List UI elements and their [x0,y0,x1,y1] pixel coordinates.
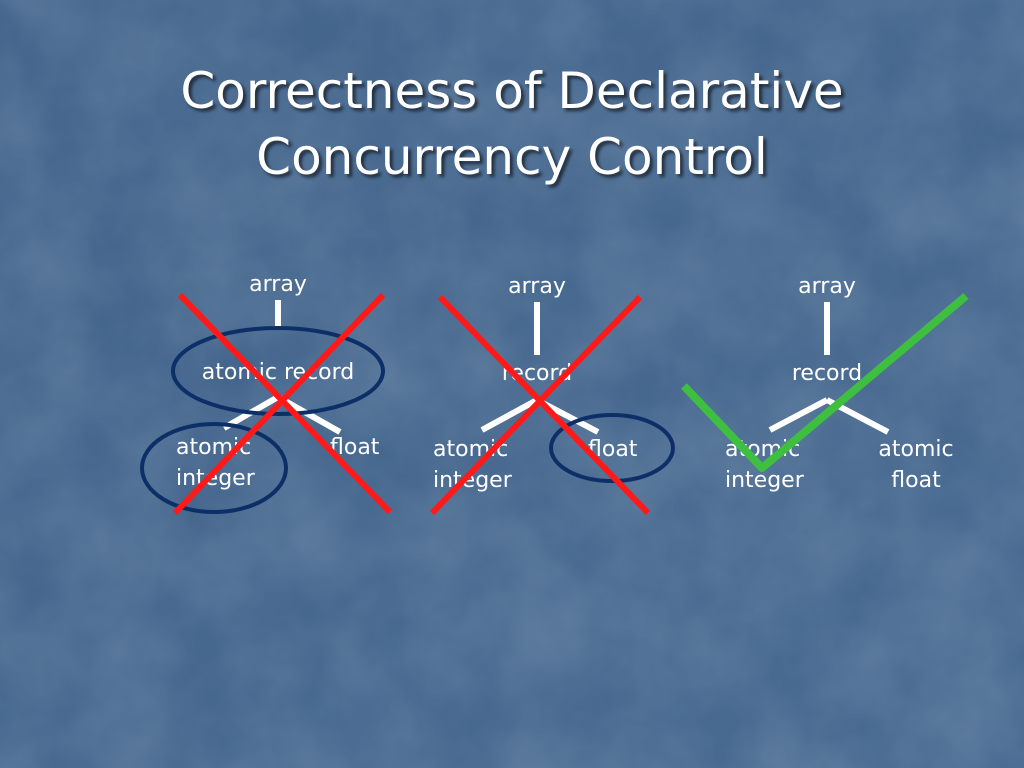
tree-1-cross-stroke-1 [177,292,393,515]
tree-2: array record atomic integer float [429,274,675,516]
tree-3-right-leaf-line-2: float [891,468,941,493]
tree-3: array record atomic integer atomic float [681,274,969,493]
tree-1: array atomic record atomic integer float [140,272,393,516]
slide-title: Correctness of Declarative Concurrency C… [0,58,1024,190]
tree-1-left-leaf-circle [140,422,288,514]
tree-3-right-leaf-line-1: atomic [878,437,953,462]
tree-1-root-label: array [249,272,307,297]
tree-3-left-leaf-line-2: integer [725,468,805,493]
tree-3-left-connector [768,397,829,433]
tree-2-cross-stroke-1 [437,294,651,516]
tree-1-middle-circle [171,326,385,416]
tree-1-cross-stroke-2 [172,292,386,516]
slide-title-line-2: Concurrency Control [256,128,768,186]
tree-3-middle-label: record [792,361,862,386]
tree-2-root-label: array [508,274,566,299]
tree-2-right-leaf-circle [549,413,675,483]
tree-3-root-label: array [798,274,856,299]
slide-title-line-1: Correctness of Declarative [180,62,844,120]
tree-2-cross-stroke-2 [429,294,643,516]
tree-2-left-connector [480,397,539,433]
tree-1-cross-mark [172,292,393,516]
tree-3-check-mark [681,292,969,472]
tree-1-middle-label: atomic record [202,360,354,385]
tree-2-cross-mark [429,294,651,516]
